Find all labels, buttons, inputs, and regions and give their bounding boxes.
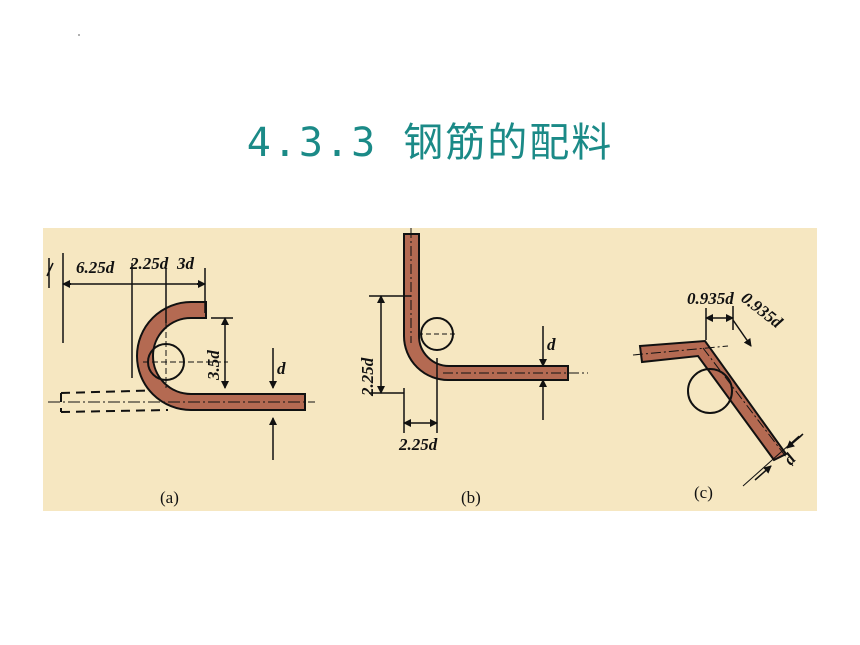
panel-b-dim-d: d [547, 335, 556, 354]
page-title: 4.3.3 钢筋的配料 [246, 120, 614, 166]
panel-b-dim-horizontal-2-25d: 2.25d [398, 435, 438, 454]
panel-c-dim-0-935d-angled: 0.935d [738, 288, 787, 332]
panel-c-dim-0-935d-horizontal: 0.935d [687, 289, 734, 308]
panel-a-dim-2-25d: 2.25d [129, 254, 169, 273]
decorative-dot [78, 34, 80, 36]
panel-c-mandrel-circle [687, 368, 733, 414]
panel-a-dashed-bar [60, 389, 169, 413]
panel-a-hook-bar [136, 301, 306, 411]
panel-b-bend-bar [403, 233, 569, 382]
panel-a-dim-d: d [277, 359, 286, 378]
panel-a [46, 253, 315, 460]
panel-a-dim-3d: 3d [176, 254, 195, 273]
panel-a-dim-3-5d: 3.5d [204, 350, 223, 381]
panel-c [632, 306, 804, 487]
rebar-hook-figure: 6.25d 2.25d 3d 3.5d d (a) 2 [43, 228, 817, 511]
panel-a-caption: (a) [160, 488, 179, 507]
panel-a-dim-6-25d: 6.25d [76, 258, 115, 277]
panel-c-caption: (c) [694, 483, 713, 502]
figure-drawing: 6.25d 2.25d 3d 3.5d d (a) 2 [46, 228, 804, 507]
panel-b [369, 228, 588, 433]
panel-c-dim-d: d [780, 449, 800, 468]
panel-c-bent-bar [638, 339, 788, 462]
panel-b-caption: (b) [461, 488, 481, 507]
panel-b-dim-vertical-2-25d: 2.25d [358, 357, 377, 397]
